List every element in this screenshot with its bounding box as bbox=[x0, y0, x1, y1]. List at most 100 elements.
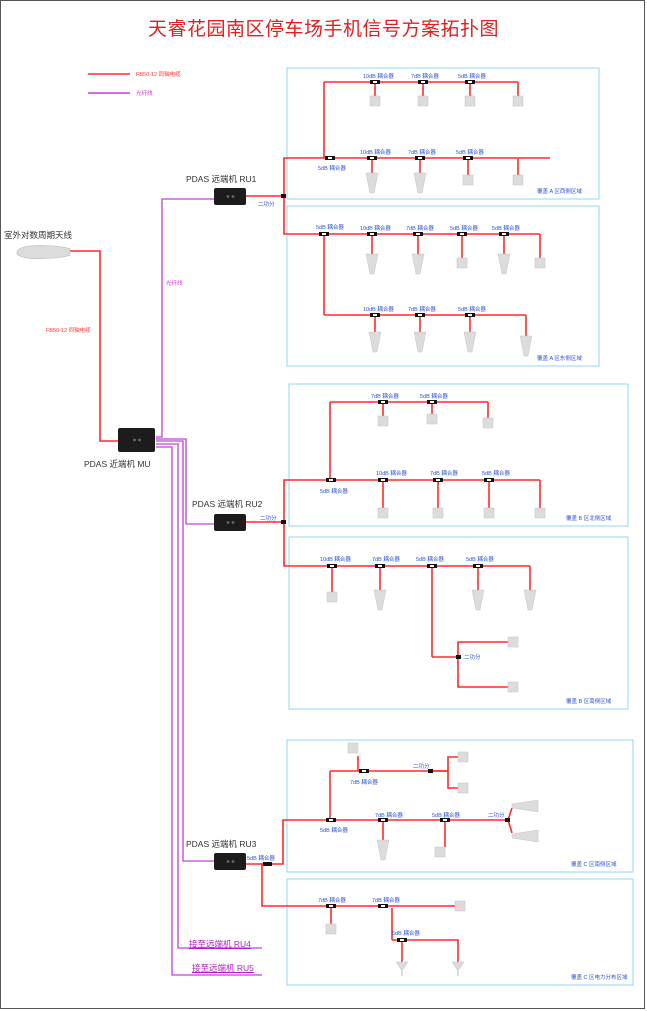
zone-a-east bbox=[286, 205, 600, 367]
coupler-port bbox=[418, 314, 422, 316]
coupler-port bbox=[460, 233, 464, 235]
ru3-label: PDAS 远端机 RU3 bbox=[186, 839, 257, 849]
panel-antenna bbox=[413, 331, 427, 353]
coax-b-north-lower bbox=[283, 479, 540, 522]
coupler-label: 7dB 耦合器 bbox=[375, 813, 403, 819]
coupler-port bbox=[381, 479, 385, 481]
panel-antenna bbox=[519, 335, 533, 357]
fiber-ru4 bbox=[156, 443, 262, 949]
legend-coax-label: FB50-12 同轴电缆 bbox=[136, 72, 181, 78]
fiber-label: 光纤线 bbox=[166, 281, 183, 287]
omni-antenna bbox=[395, 961, 409, 972]
ru1-device bbox=[214, 188, 246, 205]
coupler-label: 5dB 耦合器 bbox=[450, 226, 478, 232]
coupler-port bbox=[468, 81, 472, 83]
panel-antenna bbox=[365, 172, 379, 194]
coupler-label: 5dB 耦合器 bbox=[416, 557, 444, 563]
coax-branch-down bbox=[457, 657, 508, 688]
coupler-port bbox=[381, 819, 385, 821]
coax-split-down bbox=[430, 770, 458, 789]
zone-b-north bbox=[288, 383, 629, 527]
ceiling-antenna bbox=[377, 415, 389, 427]
coupler-port bbox=[329, 819, 333, 821]
coupler-label: 5dB 耦合器 bbox=[492, 226, 520, 232]
coupler-label: 5dB 耦合器 bbox=[392, 931, 420, 937]
panel-antenna bbox=[376, 839, 390, 861]
ru2-label: PDAS 远端机 RU2 bbox=[192, 499, 263, 509]
ru3-device bbox=[214, 853, 246, 870]
coax-a-east-upper bbox=[283, 196, 540, 235]
ru3-coupler bbox=[263, 862, 272, 866]
zone-label: 覆盖 A 区东侧区域 bbox=[537, 356, 582, 362]
ceiling-antenna bbox=[325, 923, 337, 935]
ceiling-antenna bbox=[457, 782, 469, 794]
coupler-port bbox=[381, 401, 385, 403]
splitter-label: 二功分 bbox=[464, 655, 481, 661]
coupler-label: 7dB 耦合器 bbox=[350, 780, 378, 786]
ceiling-antenna bbox=[457, 751, 469, 763]
zone-label: 覆盖 B 区北侧区域 bbox=[566, 516, 612, 522]
ceiling-antenna bbox=[454, 900, 466, 912]
coupler-label: 10dB 耦合器 bbox=[363, 74, 394, 80]
splitter bbox=[505, 818, 510, 822]
coupler-port bbox=[322, 233, 326, 235]
ceiling-antenna bbox=[417, 95, 429, 107]
splitter-label: 二功分 bbox=[413, 764, 430, 770]
zone-label: 覆盖 C 区电力分布区域 bbox=[571, 975, 628, 981]
ceiling-antenna bbox=[507, 636, 519, 648]
coupler-label: 10dB 耦合器 bbox=[360, 226, 391, 232]
device-led bbox=[226, 521, 230, 524]
coax-split bbox=[507, 819, 513, 834]
zone-c-south bbox=[286, 739, 634, 873]
coupler-label: 5dB 耦合器 bbox=[320, 489, 348, 495]
coupler-label: 7dB 耦合器 bbox=[408, 150, 436, 156]
cable-label: FB50-12 同轴电缆 bbox=[46, 328, 91, 334]
coupler-label: 7dB 耦合器 bbox=[411, 74, 439, 80]
coupler-label: 10dB 耦合器 bbox=[320, 557, 351, 563]
ceiling-antenna bbox=[462, 174, 474, 186]
cable-antenna-mu bbox=[70, 250, 118, 442]
coupler-port bbox=[416, 233, 420, 235]
zone-label: 覆盖 A 区西侧区域 bbox=[537, 189, 582, 195]
legend-fiber-label: 光纤线 bbox=[136, 91, 153, 97]
zone-b-south bbox=[288, 536, 629, 710]
panel-antenna bbox=[413, 172, 427, 194]
coupler-port bbox=[378, 565, 382, 567]
coupler-port bbox=[370, 157, 374, 159]
ceiling-antenna bbox=[534, 507, 546, 519]
panel-antenna bbox=[463, 331, 477, 353]
ceiling-antenna bbox=[507, 681, 519, 693]
ceiling-antenna bbox=[326, 591, 338, 603]
ru2-splitter bbox=[281, 520, 286, 524]
panel-antenna bbox=[511, 829, 539, 843]
coupler-label: 7dB 耦合器 bbox=[430, 471, 458, 477]
coupler-label: 5dB 耦合器 bbox=[458, 307, 486, 313]
ru1-splitter bbox=[281, 194, 286, 198]
coupler-port bbox=[328, 157, 332, 159]
splitter-label: 二功分 bbox=[488, 813, 505, 819]
coupler-port bbox=[330, 565, 334, 567]
coupler-port bbox=[443, 819, 447, 821]
zone-a-west bbox=[286, 67, 600, 200]
panel-antenna bbox=[511, 799, 539, 813]
ceiling-antenna bbox=[482, 417, 494, 429]
coupler-port bbox=[421, 81, 425, 83]
coupler-label: 7dB 耦合器 bbox=[371, 394, 399, 400]
ceiling-antenna bbox=[483, 507, 495, 519]
panel-antenna bbox=[471, 589, 485, 611]
omni-antenna bbox=[451, 961, 465, 972]
coupler-label: 7dB 耦合器 bbox=[372, 898, 400, 904]
coax-b-south-main bbox=[283, 522, 530, 567]
outdoor-antenna-label: 室外对数周期天线 bbox=[4, 230, 73, 240]
coupler-port bbox=[329, 479, 333, 481]
coupler-label: 10dB 耦合器 bbox=[360, 150, 391, 156]
coupler-label: 7dB 耦合器 bbox=[406, 226, 434, 232]
coupler-port bbox=[436, 479, 440, 481]
zone-label: 覆盖 C 区南侧区域 bbox=[571, 862, 617, 868]
coax-branch-up bbox=[457, 641, 508, 657]
coupler-port bbox=[502, 233, 506, 235]
coax-c-power-sub bbox=[392, 939, 459, 962]
ru2-splitter-label: 二功分 bbox=[260, 516, 277, 522]
